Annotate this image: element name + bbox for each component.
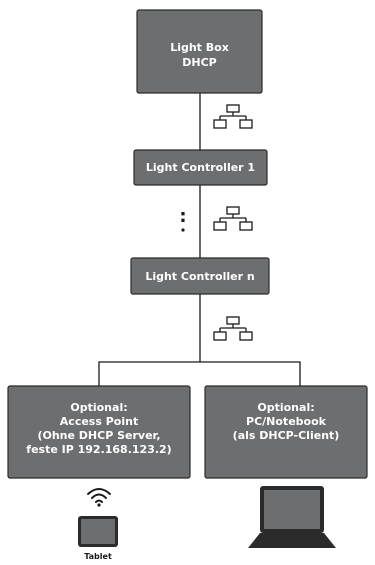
pc-notebook-line-1: Optional: <box>257 401 314 414</box>
pc-notebook-box <box>204 385 368 479</box>
network-icon <box>213 104 253 129</box>
light-controller-n-node: Light Controller n <box>130 257 270 295</box>
light-box-node: Light Box DHCP <box>136 9 263 94</box>
wifi-icon <box>87 488 111 503</box>
access-point-line-4: feste IP 192.168.123.2) <box>26 443 171 456</box>
bus-line <box>98 361 301 386</box>
light-box-box <box>136 9 263 94</box>
laptop-icon <box>248 486 336 548</box>
vertical-ellipsis: : <box>179 206 186 227</box>
wifi-dot <box>97 503 101 507</box>
access-point-line-2: Access Point <box>60 415 138 428</box>
light-controller-n-box <box>130 257 270 295</box>
light-controller-1-node: Light Controller 1 <box>133 149 268 186</box>
light-box-subtitle: DHCP <box>182 56 216 69</box>
access-point-node: Optional: Access Point (Ohne DHCP Server… <box>7 385 191 479</box>
tablet-icon <box>78 516 118 547</box>
network-icon <box>213 206 253 231</box>
light-controller-n-label: Light Controller n <box>145 270 254 283</box>
access-point-line-1: Optional: <box>70 401 127 414</box>
ellipsis-dot-bottom <box>181 228 185 232</box>
pc-notebook-line-2: PC/Notebook <box>246 415 327 428</box>
network-icon <box>213 316 253 341</box>
pc-notebook-node: Optional: PC/Notebook (als DHCP-Client) <box>204 385 368 479</box>
connection-lines <box>98 93 301 386</box>
light-controller-1-box <box>133 149 268 186</box>
pc-notebook-line-3: (als DHCP-Client) <box>233 429 340 442</box>
tablet-label: Tablet <box>84 552 112 561</box>
access-point-line-3: (Ohne DHCP Server, <box>37 429 160 442</box>
access-point-box <box>7 385 191 479</box>
light-box-title: Light Box <box>170 41 229 54</box>
light-controller-1-label: Light Controller 1 <box>146 161 255 174</box>
